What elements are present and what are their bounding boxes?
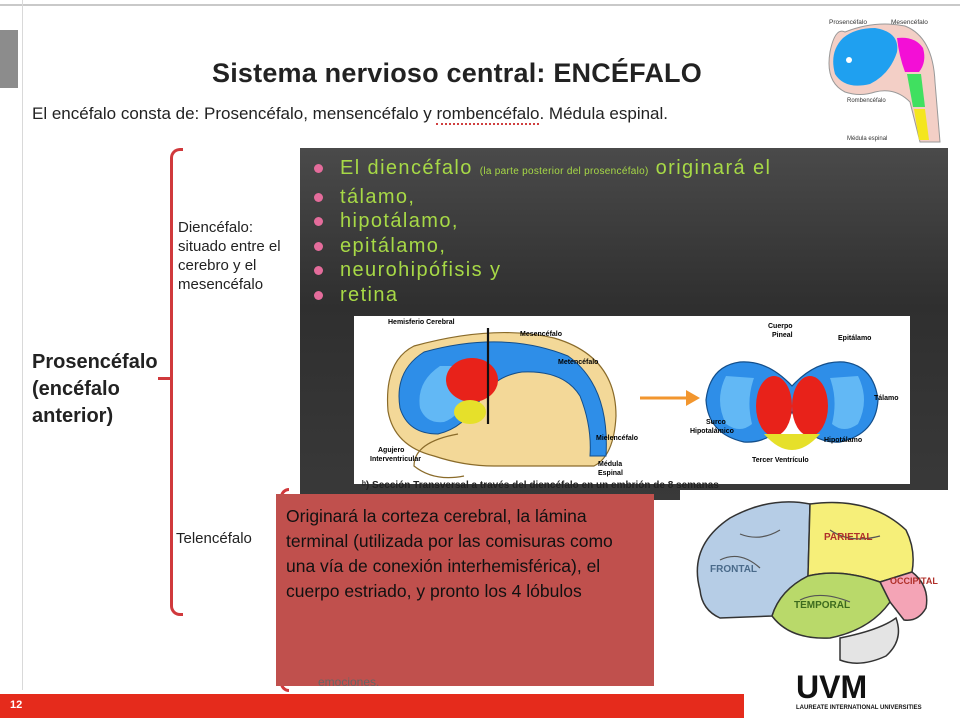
label-surco: Surco	[706, 419, 726, 426]
embryo-diencephalon-red	[446, 358, 498, 402]
list-item: neurohipófisis y	[308, 258, 771, 283]
left-margin-rule	[22, 0, 23, 690]
bullet-icon	[314, 290, 323, 300]
diencephalon-label: Diencéfalo: situado entre el cerebro y e…	[178, 219, 281, 293]
section-ventricle-left	[720, 376, 754, 429]
label-cuerpo: Cuerpo	[768, 323, 793, 330]
footer-bar	[0, 694, 744, 718]
list-item: tálamo,	[308, 185, 771, 210]
list-item: hipotálamo,	[308, 209, 771, 234]
telencephalon-label: Telencéfalo	[176, 530, 252, 547]
prosencephalon-region	[833, 28, 898, 86]
label-pineal: Pineal	[772, 332, 793, 339]
brain-sulci	[719, 529, 881, 603]
label-mesencefalo: Mesencéfalo	[520, 331, 562, 338]
label-hemisferio: Hemisferio Cerebral	[388, 319, 455, 326]
bullet-icon	[314, 217, 323, 226]
spinal-cord-region	[914, 109, 929, 140]
diencephalon-section-diagram: Hemisferio Cerebral Mesencéfalo Metencéf…	[354, 316, 910, 484]
intro-part-2: . Médula espinal.	[539, 104, 669, 123]
label-metencefalo: Metencéfalo	[558, 359, 598, 366]
cerebellum	[839, 616, 900, 664]
label-occipital: OCCIPITAL	[890, 576, 938, 586]
label-medula: Médula	[598, 461, 622, 468]
label-tercer-ventriculo: Tercer Ventrículo	[752, 457, 809, 464]
label-espinal: Espinal	[598, 470, 623, 477]
embryo-limb	[413, 433, 465, 479]
label-epitalamo: Epitálamo	[838, 335, 871, 342]
intro-squiggle-word: rombencéfalo	[436, 104, 540, 125]
main-bracket-tip	[158, 377, 172, 380]
arrow-head-icon	[686, 390, 700, 406]
mesencephalon-region	[897, 37, 925, 72]
label-mielencefalo: Mielencéfalo	[596, 435, 638, 442]
label-interventricular: Interventricular	[370, 456, 421, 463]
label-parietal: PARIETAL	[824, 532, 873, 543]
label-frontal: FRONTAL	[710, 564, 757, 575]
mini-label-mesencefalo: Mesencéfalo	[891, 19, 928, 26]
lobe-occipital	[878, 571, 928, 621]
list-item-note: (la parte posterior del prosencéfalo)	[479, 166, 649, 177]
prosencephalon-line-1: Prosencéfalo	[32, 351, 158, 373]
embryonic-brain-image: Prosencéfalo Mesencéfalo Rombencéfalo Mé…	[828, 19, 941, 143]
lobe-temporal	[771, 572, 891, 639]
bullet-icon	[314, 241, 323, 251]
label-hipotalamico: Hipotalámico	[690, 428, 734, 435]
bullet-icon	[314, 266, 323, 275]
section-thalamus-left	[756, 376, 792, 436]
diencephalon-list: El diencéfalo (la parte posterior del pr…	[308, 156, 771, 307]
mini-label-medula: Médula espinal	[847, 136, 887, 142]
mini-label-rombencefalo: Rombencéfalo	[847, 98, 886, 104]
bullet-icon	[314, 164, 323, 173]
page-number: 12	[10, 699, 23, 711]
section-thalamus-right	[792, 376, 828, 436]
telencephalon-description-box: Originará la corteza cerebral, la lámina…	[276, 494, 654, 686]
mini-label-prosencefalo: Prosencéfalo	[829, 19, 867, 26]
uvm-logo: UVM LAUREATE INTERNATIONAL UNIVERSITIES	[796, 672, 922, 711]
brain-lobes-image: FRONTAL PARIETAL TEMPORAL OCCIPITAL	[680, 490, 952, 674]
section-ventricle-right	[830, 376, 864, 429]
section-hypothalamus	[764, 434, 820, 450]
prosencephalon-line-2: (encéfalo	[32, 378, 120, 400]
label-agujero: Agujero	[378, 447, 404, 454]
list-item: El diencéfalo (la parte posterior del pr…	[308, 156, 771, 185]
intro-text: El encéfalo consta de: Prosencéfalo, men…	[32, 104, 669, 125]
embryo-eye	[846, 57, 852, 63]
embryo-hypothalamus-yellow	[454, 400, 486, 424]
prosencephalon-label: Prosencéfalo (encéfalo anterior)	[32, 349, 158, 430]
diagram-caption: ᵇ) Sección Transversal a través del dien…	[362, 480, 719, 491]
list-item: epitálamo,	[308, 234, 771, 259]
top-divider	[0, 4, 960, 6]
rhombencephalon-region	[907, 74, 925, 107]
partial-text: emociones.	[318, 675, 380, 689]
label-hipotalamo: Hipotálamo	[824, 437, 862, 444]
label-talamo: Tálamo	[874, 395, 899, 402]
label-temporal: TEMPORAL	[794, 600, 850, 611]
uvm-logo-tagline: LAUREATE INTERNATIONAL UNIVERSITIES	[796, 705, 922, 711]
list-item: retina	[308, 283, 771, 308]
bullet-icon	[314, 192, 323, 202]
intro-part-1: El encéfalo consta de: Prosencéfalo, men…	[32, 104, 437, 123]
slide-title: Sistema nervioso central: ENCÉFALO	[212, 58, 702, 88]
main-bracket	[170, 148, 183, 616]
uvm-logo-text: UVM	[796, 672, 867, 705]
prosencephalon-line-3: anterior)	[32, 405, 114, 427]
left-scroll-tab	[0, 30, 18, 88]
